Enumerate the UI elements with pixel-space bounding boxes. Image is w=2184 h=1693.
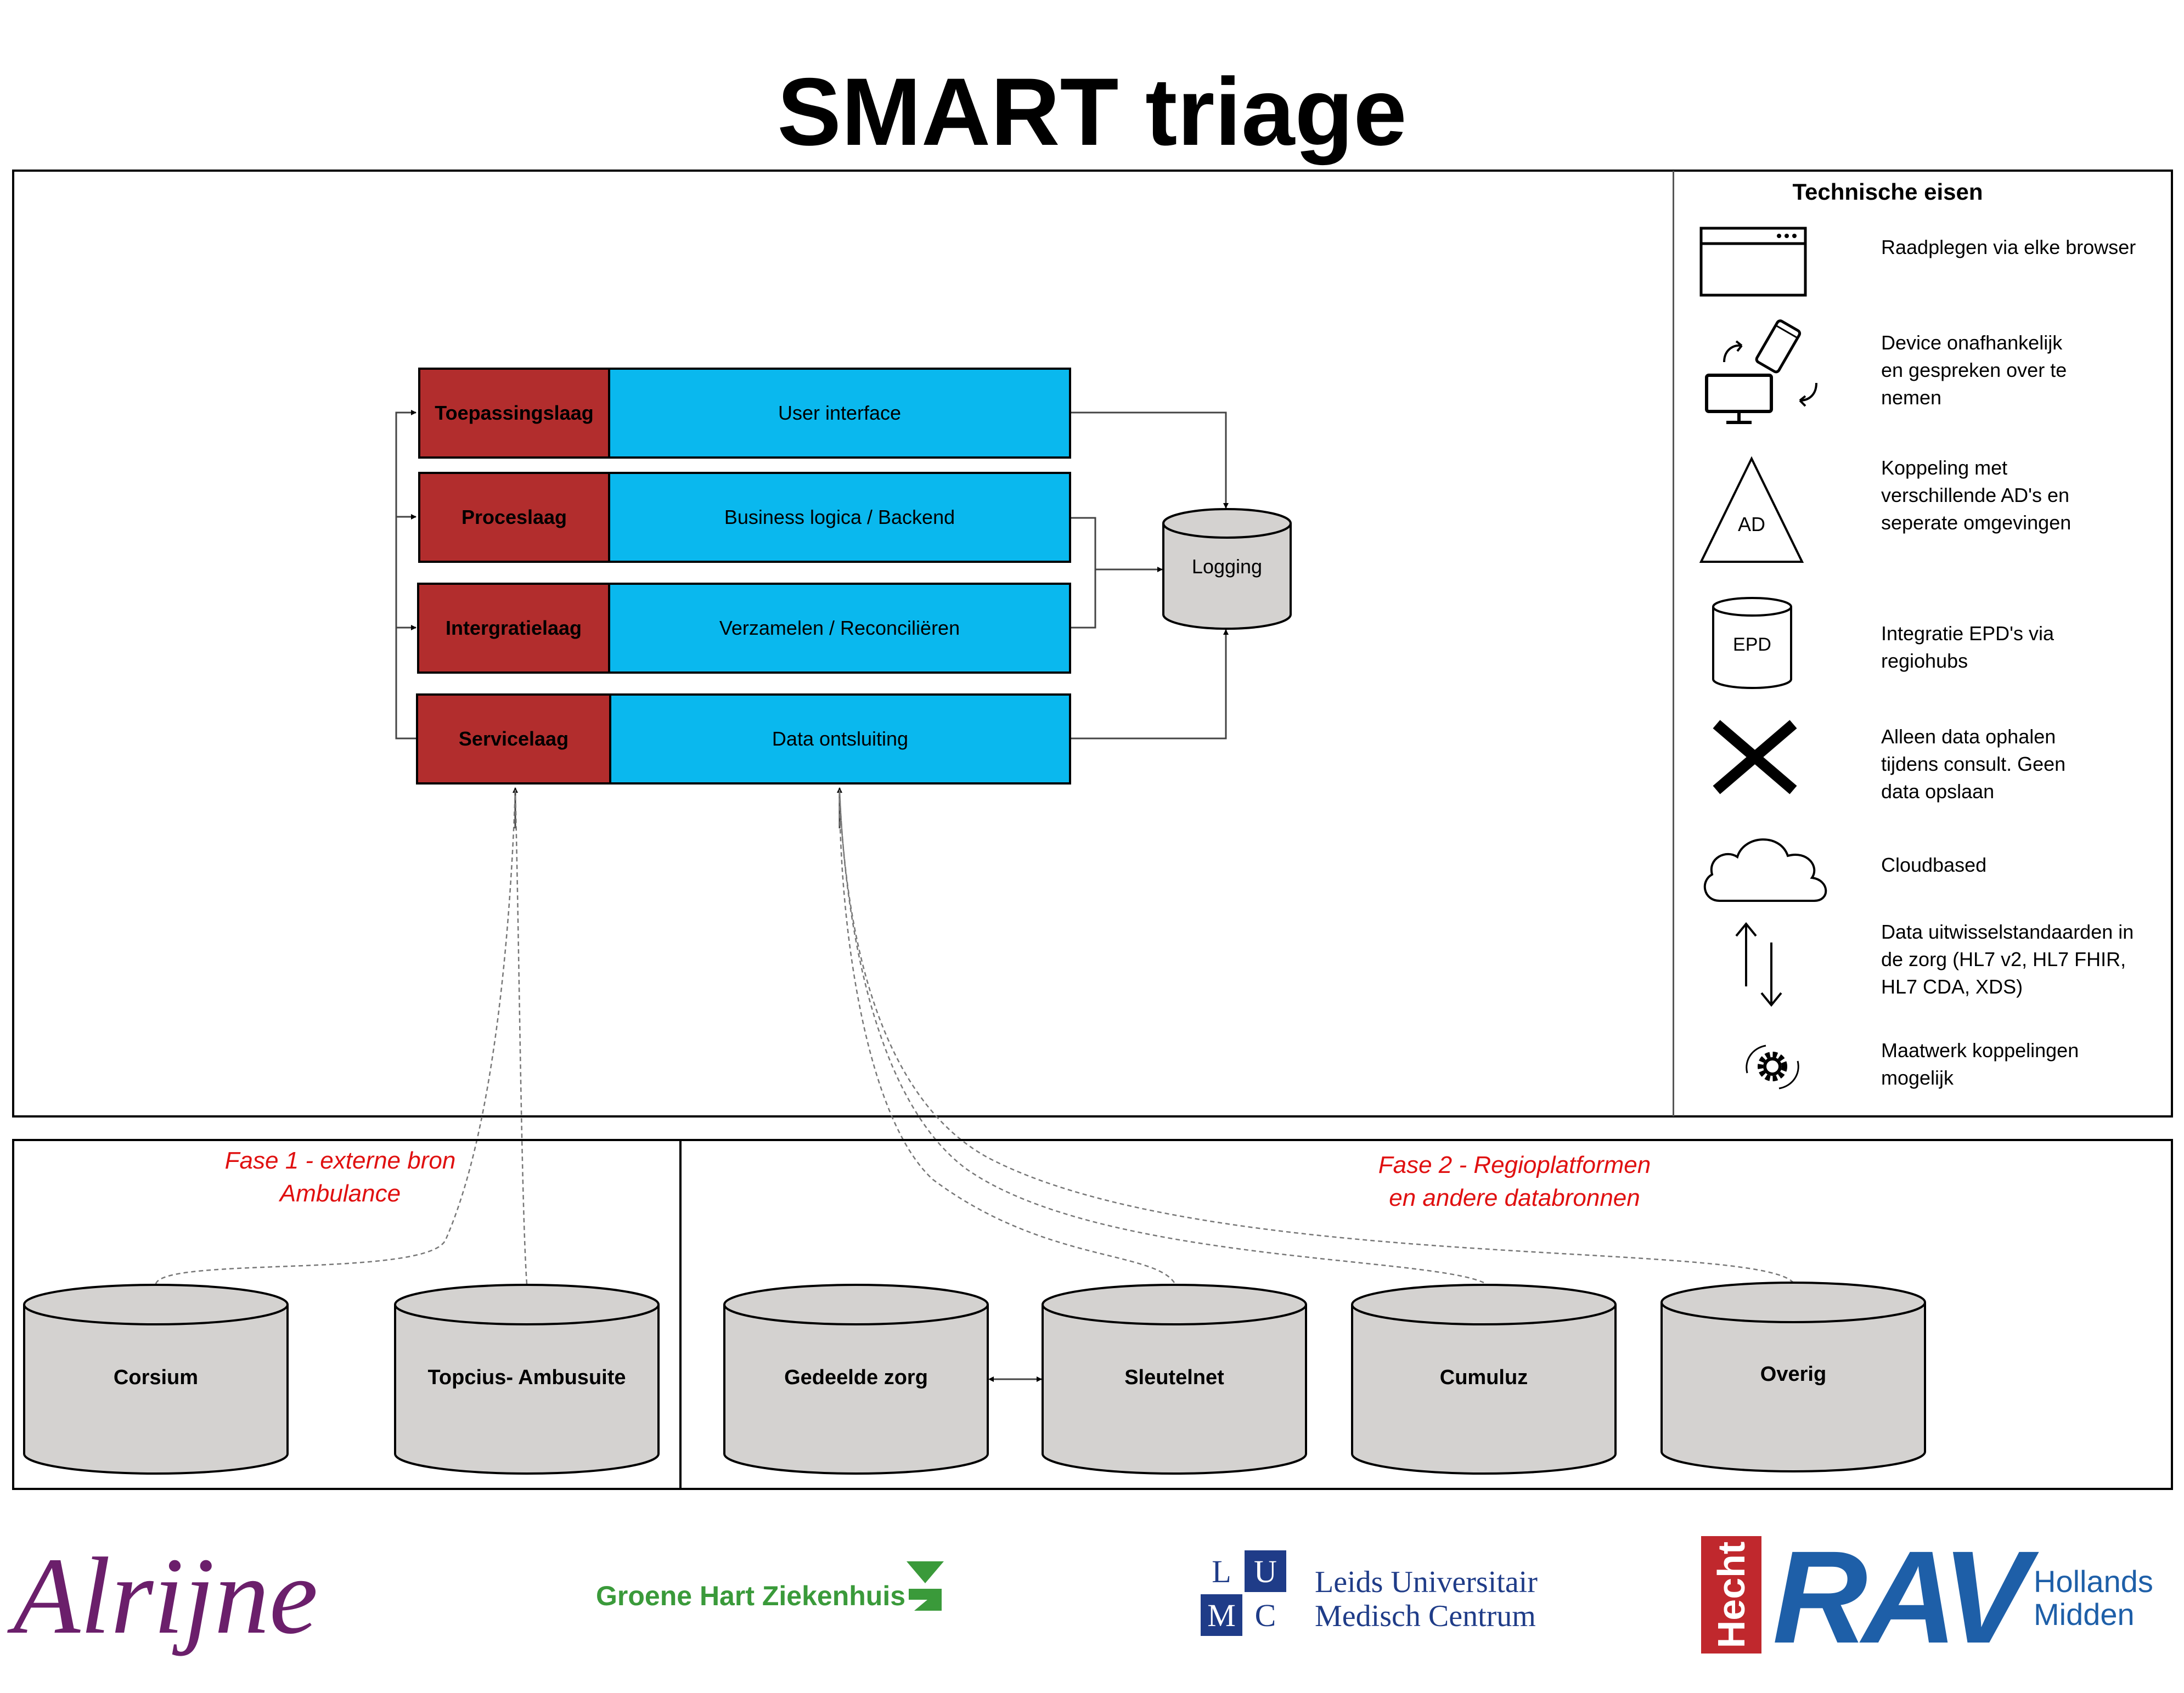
requirements-title: Technische eisen xyxy=(1792,179,1983,205)
svg-text:M: M xyxy=(1207,1598,1236,1633)
svg-text:U: U xyxy=(1254,1554,1277,1589)
architecture-frame xyxy=(12,170,2173,1118)
requirement-text-no-storage: Alleen data ophalen tijdens consult. Gee… xyxy=(1881,725,2066,803)
rav-line1: Hollands xyxy=(2034,1564,2153,1599)
logo-hecht: Hecht xyxy=(1701,1536,1761,1654)
requirement-text-custom: Maatwerk koppelingen mogelijk xyxy=(1881,1039,2079,1089)
device-switch-icon xyxy=(1705,319,1817,424)
db-cumuluz: Cumuluz xyxy=(1439,1366,1528,1389)
rav-line2: Midden xyxy=(2034,1597,2135,1632)
layer-body-user-interface: User interface xyxy=(608,368,1071,459)
layer-body-verzamelen: Verzamelen / Reconciliëren xyxy=(608,583,1071,674)
requirement-text-ad: Koppeling met verschillende AD's en sepe… xyxy=(1881,456,2072,534)
requirement-text-browser: Raadplegen via elke browser xyxy=(1881,236,2136,258)
ghz-text: Groene Hart Ziekenhuis xyxy=(596,1581,906,1611)
page-title: SMART triage xyxy=(777,59,1407,166)
layer-body-business-logica: Business logica / Backend xyxy=(608,472,1071,563)
logo-alrijne: Alrijne xyxy=(13,1536,318,1657)
hecht-text: Hecht xyxy=(1710,1541,1753,1649)
requirements-divider xyxy=(1673,171,1674,1116)
layer-label-intergratielaag: Intergratielaag xyxy=(417,583,610,674)
logo-rav: RAV xyxy=(1772,1523,2030,1671)
svg-text:C: C xyxy=(1255,1598,1276,1633)
browser-window-icon xyxy=(1699,227,1807,297)
svg-text:EPD: EPD xyxy=(1733,634,1771,655)
logo-lumc: L U M C Leids Universitair Medisch Centr… xyxy=(1201,1550,1563,1644)
requirement-text-cloud: Cloudbased xyxy=(1881,854,1987,876)
cloud-icon xyxy=(1703,838,1827,902)
logging-label: Logging xyxy=(1191,555,1263,578)
ghz-mark-icon xyxy=(907,1561,944,1611)
phase1-title: Fase 1 - externe bron Ambulance xyxy=(187,1144,494,1210)
lumc-line1: Leids Universitair xyxy=(1315,1565,1538,1599)
gear-cycle-icon xyxy=(1746,1045,1799,1090)
requirement-text-standards: Data uitwisselstandaarden in de zorg (HL… xyxy=(1881,921,2134,998)
lumc-line2: Medisch Centrum xyxy=(1315,1599,1536,1633)
cross-icon xyxy=(1713,720,1797,794)
lumc-grid-icon: L U M C xyxy=(1201,1550,1286,1636)
db-gedeelde-zorg: Gedeelde zorg xyxy=(784,1366,928,1389)
phase2-title: Fase 2 - Regioplatformen en andere datab… xyxy=(1339,1149,1690,1215)
layer-label-toepassingslaag: Toepassingslaag xyxy=(418,368,610,459)
db-overig: Overig xyxy=(1760,1363,1827,1386)
requirement-text-device: Device onafhankelijk en gespreken over t… xyxy=(1881,331,2067,409)
phase2-line1: Fase 2 - Regioplatformen xyxy=(1378,1152,1651,1178)
db-sleutelnet: Sleutelnet xyxy=(1124,1366,1224,1389)
svg-text:L: L xyxy=(1212,1554,1231,1589)
requirement-text-epd: Integratie EPD's via regiohubs xyxy=(1881,622,2054,672)
phase2-line2: en andere databronnen xyxy=(1389,1184,1640,1211)
database-epd-icon: EPD xyxy=(1712,597,1792,689)
db-corsium: Corsium xyxy=(113,1366,199,1389)
layer-label-servicelaag: Servicelaag xyxy=(416,693,611,785)
phase1-line2: Ambulance xyxy=(279,1180,401,1207)
logging-database xyxy=(1162,508,1292,630)
layer-body-data-ontsluiting: Data ontsluiting xyxy=(609,693,1071,785)
phase2-frame xyxy=(679,1139,2173,1490)
exchange-arrows-icon xyxy=(1735,922,1782,1007)
svg-text:AD: AD xyxy=(1738,513,1765,535)
triangle-ad-icon: AD xyxy=(1699,456,1804,563)
logo-groene-hart: Groene Hart Ziekenhuis xyxy=(596,1556,947,1622)
phase1-line1: Fase 1 - externe bron xyxy=(224,1147,456,1174)
db-topcius-ambusuite: Topcius- Ambusuite xyxy=(427,1366,626,1389)
